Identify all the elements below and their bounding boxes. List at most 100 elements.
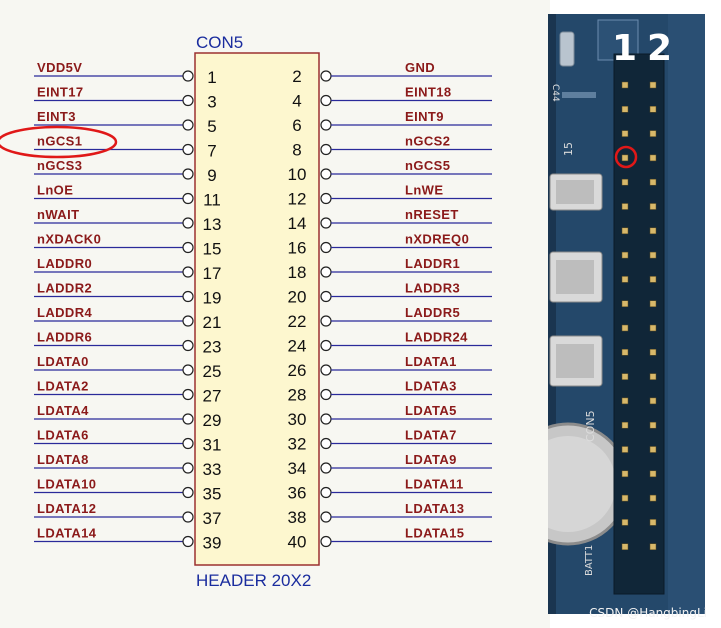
signal-label-right: nGCS2: [405, 134, 450, 149]
signal-label-left: LDATA14: [37, 526, 97, 541]
header-pin: [621, 470, 629, 478]
pin-number-odd: 3: [207, 93, 216, 112]
signal-label-left: nGCS3: [37, 158, 82, 173]
pin-connector-left: [182, 315, 194, 327]
pin-number-even: 24: [288, 337, 307, 356]
signal-label-right: LDATA9: [405, 452, 457, 467]
signal-label-right: LDATA3: [405, 379, 457, 394]
pin-connector-right: [320, 413, 332, 425]
signal-label-left: EINT17: [37, 85, 83, 100]
pin-connector-right: [320, 315, 332, 327]
pin-row: LDATA0 25 26 LDATA1: [34, 354, 492, 381]
pin-number-odd: 5: [207, 117, 216, 136]
pin-connector-left: [182, 339, 194, 352]
header-pin: [621, 178, 629, 186]
pin-number-even: 36: [288, 484, 307, 503]
pin-connector-left: [182, 94, 194, 107]
header-pin: [649, 81, 657, 89]
pin-connector-left: [182, 486, 194, 499]
con5-header-connector: [613, 53, 665, 595]
signal-label-left: LDATA6: [37, 428, 89, 443]
highlight-circle-ngcs1: [0, 125, 118, 159]
header-pin: [621, 543, 629, 550]
signal-label-left: nXDACK0: [37, 232, 101, 247]
signal-label-left: LDATA0: [37, 354, 89, 369]
pin-connector-left: [182, 143, 194, 156]
signal-label-left: LnOE: [37, 183, 73, 198]
header-pin: [649, 494, 657, 502]
pin-number-even: 20: [288, 288, 307, 307]
signal-label-right: EINT9: [405, 109, 444, 124]
pin-number-even: 18: [288, 263, 307, 282]
pin-connector-right: [320, 143, 332, 156]
pin-connector-right: [320, 119, 332, 131]
pin-number-odd: 9: [207, 166, 216, 185]
signal-label-right: nGCS5: [405, 158, 450, 173]
header-pin: [621, 397, 629, 405]
header-pin: [649, 276, 657, 283]
signal-label-right: nRESET: [405, 207, 459, 222]
pin-connector-left: [182, 364, 194, 376]
pin-connector-left: [182, 462, 194, 474]
header-pin: [621, 203, 629, 210]
pin-number-odd: 23: [203, 338, 222, 357]
pin-connector-left: [182, 119, 194, 131]
signal-label-right: EINT18: [405, 85, 451, 100]
pin-number-odd: 29: [203, 411, 222, 430]
header-pin: [621, 227, 629, 235]
signal-label-right: LDATA1: [405, 354, 457, 369]
pin-connector-right: [320, 339, 332, 352]
header-pins: [621, 81, 657, 550]
header-pin: [649, 470, 657, 478]
header-pin: [621, 276, 629, 283]
header-pin: [621, 251, 629, 259]
header-pin: [649, 397, 657, 405]
signal-label-right: LDATA11: [405, 477, 464, 492]
pin-number-even: 6: [292, 116, 301, 135]
signal-label-left: LADDR4: [37, 305, 92, 320]
signal-label-left: LDATA2: [37, 379, 89, 394]
signal-label-left: LADDR2: [37, 281, 92, 296]
signal-label-right: LDATA5: [405, 403, 457, 418]
part-type-label: HEADER 20X2: [196, 571, 311, 590]
pin-number-odd: 37: [203, 509, 222, 528]
pin-connector-right: [320, 168, 332, 180]
signal-label-right: LDATA7: [405, 428, 457, 443]
signal-label-right: LADDR3: [405, 281, 460, 296]
pin-connector-left: [182, 70, 194, 82]
pin-number-even: 12: [288, 190, 307, 209]
header-pin: [621, 81, 629, 89]
pin-number-odd: 33: [203, 460, 222, 479]
pin-number-odd: 35: [203, 485, 222, 504]
pin-row: LDATA10 35 36 LDATA11: [34, 477, 492, 504]
header-pin: [649, 106, 657, 113]
pin-number-odd: 27: [203, 387, 222, 406]
pin-number-odd: 1: [207, 68, 216, 87]
pin-connector-left: [182, 388, 194, 401]
pin-number-even: 8: [292, 141, 301, 160]
header-pin: [621, 154, 629, 162]
pin-number-odd: 25: [203, 362, 222, 381]
pin-connector-left: [182, 413, 194, 425]
pin-number-odd: 11: [203, 191, 221, 210]
signal-label-left: LDATA10: [37, 477, 96, 492]
pin-connector-right: [320, 511, 332, 523]
pin-number-even: 40: [288, 533, 307, 552]
signal-label-left: LADDR6: [37, 330, 92, 345]
signal-label-left: LADDR0: [37, 256, 92, 271]
pcb-photo: 1 2 C44 15 CON5 BATT1: [548, 14, 705, 614]
pin-number-even: 26: [288, 361, 307, 380]
highlight-circle-pin7: [614, 145, 638, 169]
